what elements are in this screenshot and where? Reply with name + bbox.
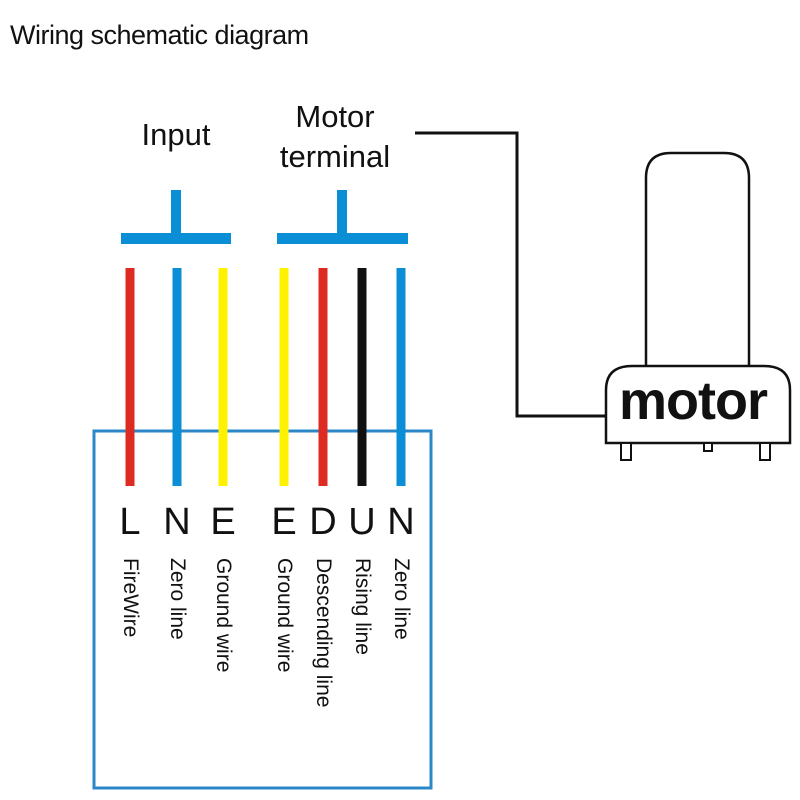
input-bus-bar: [121, 233, 231, 244]
diagram-title: Wiring schematic diagram: [10, 20, 309, 50]
motor-label: motor: [619, 371, 768, 431]
wire-3: [218, 268, 228, 486]
wire-letter-7: N: [387, 501, 415, 543]
motor-connection-line: [415, 131, 606, 418]
wire-description-6: Rising line: [351, 558, 374, 655]
wire-letter-1: L: [119, 501, 141, 543]
wire-2: [172, 268, 182, 486]
wire-letter-2: N: [163, 501, 191, 543]
wire-description-4: Ground wire: [273, 558, 296, 673]
wire-letter-5: D: [309, 501, 337, 543]
wire-letter-3: E: [210, 501, 236, 543]
motor-terminal-bus-bar: [277, 233, 408, 244]
wire-description-1: FireWire: [119, 558, 142, 638]
wire-description-2: Zero line: [166, 558, 189, 640]
wire-letter-4: E: [271, 501, 297, 543]
wire-7: [396, 268, 406, 486]
motor-terminal-label-line1: Motor: [295, 99, 375, 134]
motor-icon: [604, 151, 792, 461]
wire-group: [125, 268, 406, 486]
wire-description-5: Descending line: [312, 558, 335, 708]
wire-description-3: Ground wire: [212, 558, 235, 673]
wire-description-7: Zero line: [390, 558, 413, 640]
input-bus-stem: [171, 190, 181, 236]
motor-terminal-bus-stem: [337, 190, 347, 236]
motor-terminal-label-line2: terminal: [279, 139, 391, 174]
wire-letter-6: U: [348, 501, 376, 543]
wire-4: [279, 268, 289, 486]
wire-6: [357, 268, 367, 486]
wire-1: [125, 268, 135, 486]
terminal-box: [92, 429, 433, 790]
wire-5: [318, 268, 328, 486]
input-group-label: Input: [141, 117, 211, 152]
